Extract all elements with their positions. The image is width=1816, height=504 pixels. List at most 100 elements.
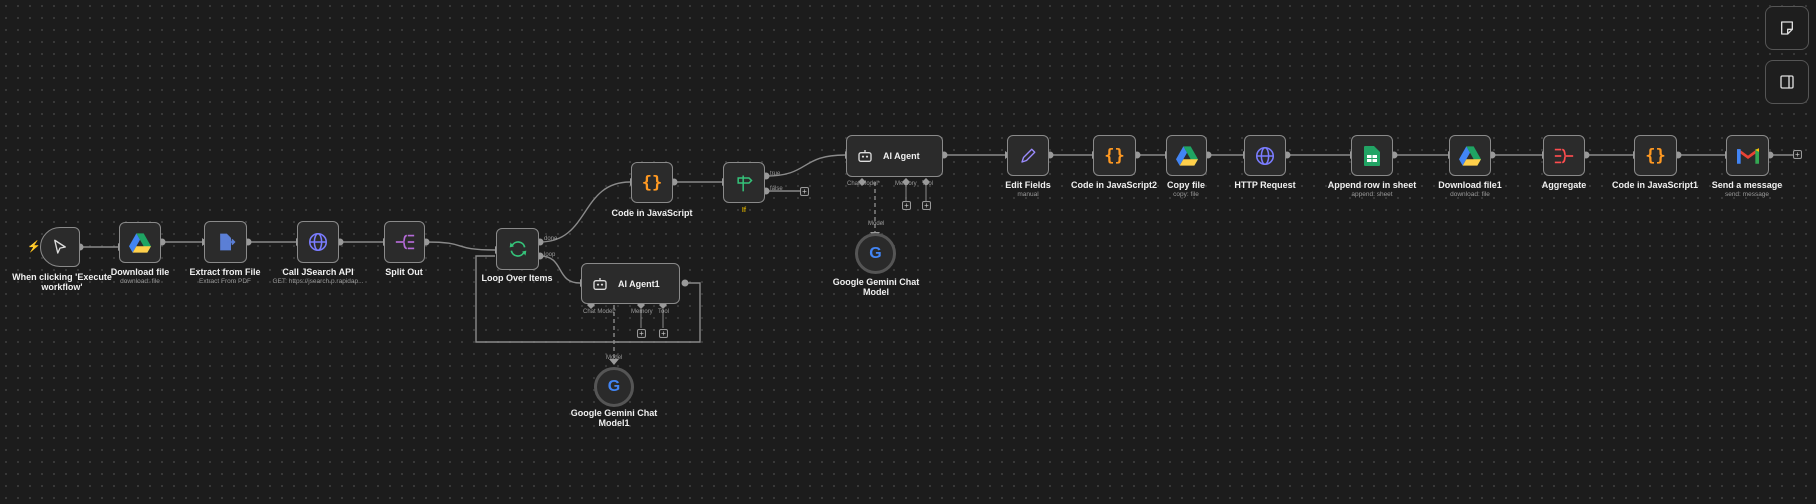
node-google-gemini-chat-model[interactable]: G [855, 233, 896, 274]
wire-split-loop [425, 241, 496, 251]
wire-if-agent [765, 154, 846, 177]
node-label: Copy file [1166, 180, 1206, 190]
node-code-in-javascript[interactable]: {} [631, 162, 673, 203]
node-label: Send a message [1711, 180, 1783, 190]
add-node-button[interactable]: + [1793, 150, 1802, 159]
node-download-file1[interactable] [1449, 135, 1491, 176]
sticky-note-icon [1779, 20, 1795, 36]
node-subtitle: copy: file [1173, 191, 1199, 198]
node-label: Extract from File [189, 267, 261, 277]
globe-icon [1254, 145, 1276, 167]
node-label: Code in JavaScript1 [1611, 180, 1699, 190]
node-subtitle: download: file [120, 278, 160, 285]
node-call-jsearch-api[interactable] [297, 221, 339, 263]
node-if[interactable] [723, 162, 765, 203]
loop-arrows-icon [508, 239, 528, 259]
node-ai-agent1[interactable]: AI Agent1 [581, 263, 680, 304]
google-drive-icon [1175, 145, 1198, 166]
node-send-a-message[interactable] [1726, 135, 1769, 176]
node-label: Append row in sheet [1327, 180, 1417, 190]
node-label: Download file [110, 267, 170, 277]
node-download-file[interactable] [119, 222, 161, 263]
sticky-note-button[interactable] [1765, 6, 1809, 50]
cursor-icon [51, 238, 69, 256]
trigger-bolt-icon: ⚡ [27, 241, 41, 253]
node-label: Download file1 [1438, 180, 1502, 190]
node-title: AI Agent [883, 151, 920, 161]
node-subtitle: download: file [1450, 191, 1490, 198]
node-label: workflow' [41, 282, 83, 292]
google-drive-icon [129, 232, 151, 253]
sub-input-label: Memory [631, 309, 653, 315]
file-extract-icon [216, 232, 236, 252]
panel-toggle-icon [1779, 74, 1795, 90]
code-braces-icon: {} [1104, 145, 1125, 166]
node-aggregate[interactable] [1543, 135, 1585, 176]
split-icon [394, 232, 416, 252]
node-subtitle: Extract From PDF [198, 278, 252, 285]
node-subtitle: append: sheet [1351, 191, 1393, 198]
node-subtitle: manual [1017, 191, 1039, 198]
node-label: Google Gemini Chat [832, 277, 920, 287]
node-label: Split Out [385, 267, 423, 277]
connection-label: Model [868, 221, 885, 227]
add-tool-button[interactable]: + [659, 329, 668, 338]
add-memory-button[interactable]: + [637, 329, 646, 338]
add-node-button[interactable]: + [800, 187, 809, 196]
output-label-loop: loop [544, 252, 556, 258]
node-google-gemini-chat-model1[interactable]: G [594, 367, 634, 407]
gmail-icon [1736, 147, 1759, 164]
node-label: Model [863, 287, 889, 297]
globe-icon [307, 231, 329, 253]
node-manual-trigger[interactable] [40, 227, 80, 267]
node-loop-over-items[interactable] [496, 228, 539, 270]
wire-agent1-loop [475, 255, 701, 343]
sub-input-label: Tool [658, 309, 670, 315]
node-append-row-in-sheet[interactable] [1351, 135, 1393, 176]
add-memory-button[interactable]: + [902, 201, 911, 210]
output-label-true: true [770, 171, 781, 177]
node-http-request[interactable] [1244, 135, 1286, 176]
add-tool-button[interactable]: + [922, 201, 931, 210]
node-label: Code in JavaScript2 [1070, 180, 1158, 190]
google-icon: G [607, 378, 621, 395]
signpost-icon [734, 173, 754, 193]
panel-toggle-button[interactable] [1765, 60, 1809, 104]
node-copy-file[interactable] [1166, 135, 1207, 176]
output-label-done: done [544, 236, 558, 242]
sub-input-label: Chat Model* [583, 309, 617, 315]
node-label: Edit Fields [1005, 180, 1051, 190]
node-code-in-javascript1[interactable]: {} [1634, 135, 1677, 176]
google-icon: G [869, 244, 882, 262]
connection-label: Model [606, 355, 623, 361]
output-label-false: false [770, 186, 783, 192]
node-subtitle: send: message [1724, 191, 1770, 198]
node-label: Aggregate [1541, 180, 1587, 190]
sub-input-label: Chat Model* [847, 181, 881, 187]
node-subtitle: GET: https://jsearch.p.rapidap... [272, 278, 364, 285]
node-extract-from-file[interactable] [204, 221, 247, 263]
node-title: AI Agent1 [618, 278, 660, 289]
code-braces-icon: {} [641, 172, 663, 193]
robot-icon [857, 149, 873, 163]
node-code-in-javascript2[interactable]: {} [1093, 135, 1136, 176]
aggregate-icon [1553, 146, 1575, 166]
code-braces-icon: {} [1645, 145, 1666, 166]
node-label: If [741, 207, 747, 214]
wire-loop-code [539, 181, 631, 243]
wire-loop-agent1 [539, 255, 581, 284]
sub-input-label: Memory [895, 181, 917, 187]
node-label: Code in JavaScript [611, 208, 693, 218]
google-drive-icon [1459, 145, 1481, 166]
pencil-icon [1019, 147, 1037, 165]
node-edit-fields[interactable] [1007, 135, 1049, 176]
sub-input-label: Tool [922, 181, 934, 187]
node-split-out[interactable] [384, 221, 425, 263]
robot-icon [592, 277, 608, 291]
node-label: Google Gemini Chat [570, 408, 658, 418]
node-label: Call JSearch API [282, 267, 354, 277]
node-label: When clicking 'Execute [12, 272, 112, 282]
node-ai-agent[interactable]: AI Agent [846, 135, 943, 177]
